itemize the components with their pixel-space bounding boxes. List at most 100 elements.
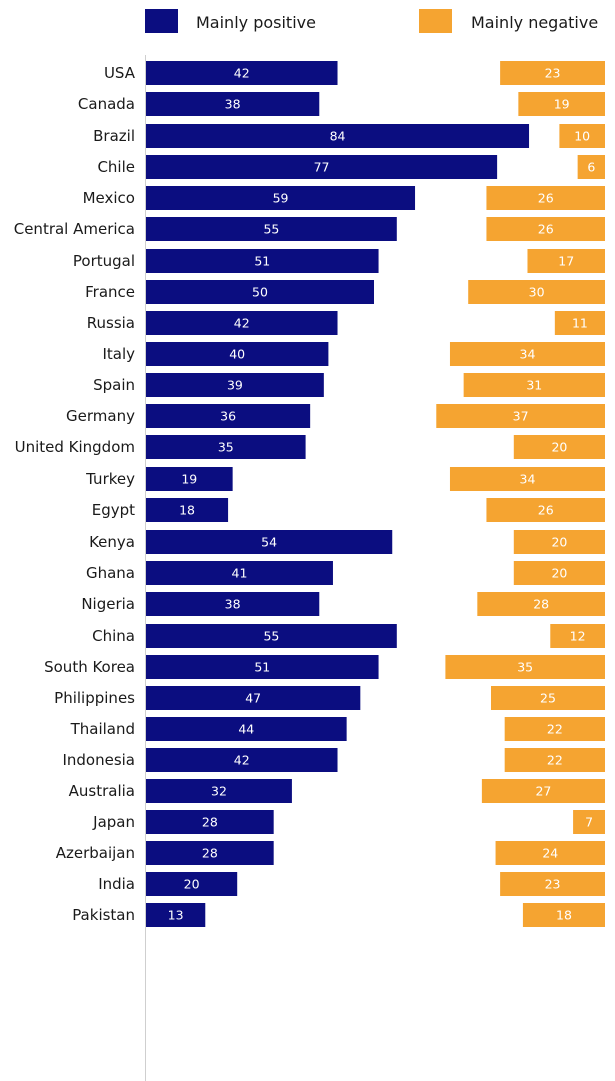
country-label: Thailand [70,720,135,738]
legend-label-mainly-negative: Mainly negative [471,13,598,32]
value-label-negative: 19 [554,97,570,112]
country-label: Canada [78,95,135,113]
legend-swatch-mainly-negative [419,9,452,33]
value-label-negative: 18 [556,908,572,923]
value-label-positive: 41 [232,566,248,581]
value-label-positive: 39 [227,378,243,393]
country-label: Ghana [86,564,135,582]
bar-negative-spain [463,373,605,397]
value-label-positive: 44 [238,722,254,737]
value-label-positive: 20 [184,877,200,892]
bar-positive-germany [146,404,311,428]
bar-negative-mexico [486,186,605,210]
bar-negative-nigeria [477,592,605,616]
value-label-positive: 40 [229,347,245,362]
value-label-negative: 20 [551,440,567,455]
value-label-negative: 7 [585,815,593,830]
value-label-negative: 28 [533,597,549,612]
legend: Mainly positive Mainly negative [145,9,598,33]
country-label: France [85,283,135,301]
value-label-positive: 18 [179,503,195,518]
country-label: Russia [87,314,135,332]
value-label-negative: 35 [517,660,533,675]
value-label-negative: 6 [587,160,595,175]
country-label: Central America [14,220,135,238]
bar-positive-australia [146,779,292,803]
bar-positive-egypt [146,498,229,522]
value-label-positive: 36 [220,409,236,424]
country-label: Mexico [83,189,135,207]
bar-negative-australia [481,779,605,803]
value-label-negative: 24 [542,846,558,861]
country-label: Japan [92,813,135,831]
value-label-positive: 38 [225,597,241,612]
country-label: Spain [93,376,135,394]
bar-negative-india [500,872,605,896]
bar-negative-thailand [504,717,605,741]
value-label-positive: 47 [245,691,261,706]
value-label-negative: 17 [558,254,574,269]
bar-negative-philippines [491,686,605,710]
bar-negative-italy [449,342,605,366]
legend-swatch-mainly-positive [145,9,178,33]
value-label-positive: 38 [225,97,241,112]
bar-negative-germany [436,404,605,428]
bar-negative-azerbaijan [495,841,605,865]
country-label: Philippines [54,689,135,707]
value-label-positive: 42 [234,753,250,768]
value-label-positive: 28 [202,815,218,830]
bar-positive-nigeria [146,592,320,616]
country-label: South Korea [44,658,135,676]
value-label-negative: 26 [538,222,554,237]
value-label-positive: 51 [254,254,270,269]
value-label-negative: 20 [551,535,567,550]
bar-negative-south-korea [445,655,605,679]
value-label-negative: 22 [547,753,563,768]
country-label: Egypt [92,501,135,519]
value-label-negative: 30 [529,285,545,300]
country-label: Germany [66,407,135,425]
bar-positive-france [146,280,374,304]
country-label: China [92,627,135,645]
bar-negative-france [468,280,605,304]
value-label-negative: 25 [540,691,556,706]
value-label-negative: 22 [547,722,563,737]
value-label-positive: 50 [252,285,268,300]
bar-positive-united-kingdom [146,435,306,459]
bar-positive-usa [146,61,338,85]
country-label: India [98,875,135,893]
country-label: Italy [102,345,135,363]
country-label: Indonesia [62,751,135,769]
value-label-negative: 34 [520,347,536,362]
bar-positive-russia [146,311,338,335]
bar-positive-ghana [146,561,333,585]
bar-positive-philippines [146,686,361,710]
value-label-positive: 19 [181,472,197,487]
country-label: United Kingdom [15,438,135,456]
bar-positive-thailand [146,717,347,741]
value-label-positive: 84 [330,129,346,144]
value-label-negative: 23 [545,66,561,81]
legend-label-mainly-positive: Mainly positive [196,13,316,32]
country-label: Portugal [73,252,135,270]
country-label: Azerbaijan [56,844,135,862]
bar-negative-indonesia [504,748,605,772]
value-label-negative: 26 [538,503,554,518]
value-label-positive: 59 [273,191,289,206]
value-label-negative: 31 [526,378,542,393]
country-label: Australia [69,782,135,800]
value-label-negative: 11 [572,316,588,331]
bar-positive-canada [146,92,320,116]
bar-positive-japan [146,810,274,834]
value-label-positive: 32 [211,784,227,799]
bar-negative-portugal [527,249,605,273]
value-label-positive: 42 [234,66,250,81]
bar-negative-ghana [513,561,605,585]
value-label-negative: 26 [538,191,554,206]
bar-positive-mexico [146,186,416,210]
bar-positive-india [146,872,238,896]
bar-negative-chile [577,155,605,179]
bar-positive-italy [146,342,329,366]
bar-negative-china [550,624,605,648]
